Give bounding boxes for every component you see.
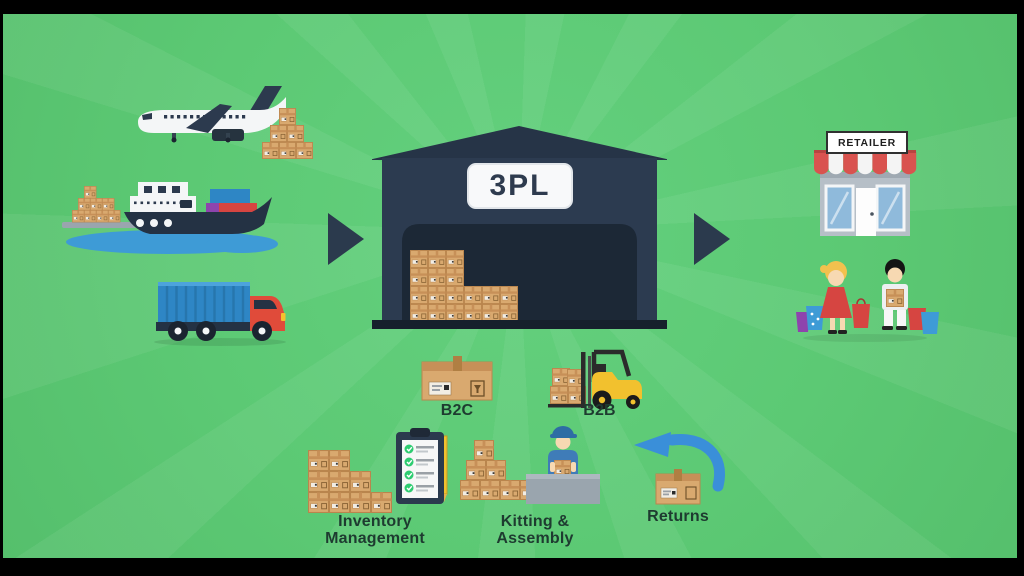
- forklift-icon: [548, 349, 642, 410]
- inbound-arrow-icon: [328, 213, 364, 265]
- 3pl-sign-text: 3PL: [489, 169, 551, 202]
- label-b2c: B2C: [440, 402, 474, 419]
- storefront-icon: [814, 150, 917, 236]
- label-returns: Returns: [647, 508, 709, 525]
- letterbox-top: [0, 0, 1024, 14]
- label-inventory-management: Inventory Management: [325, 513, 425, 547]
- airplane-icon: [138, 86, 313, 159]
- warehouse-icon: [372, 126, 667, 329]
- return-arrow-icon: [634, 432, 725, 505]
- label-b2b: B2B: [583, 402, 616, 419]
- boxes-checklist-icon: [308, 428, 448, 513]
- retailer-sign: RETAILER: [826, 131, 908, 154]
- 3pl-sign: 3PL: [467, 163, 573, 209]
- truck-icon: [154, 282, 286, 346]
- letterbox-left: [0, 0, 3, 576]
- worker-assembly-icon: [460, 426, 600, 504]
- outbound-arrow-icon: [694, 213, 730, 265]
- parcel-box-icon: [421, 356, 493, 401]
- letterbox-right: [1017, 0, 1024, 576]
- letterbox-bottom: [0, 558, 1024, 576]
- retailer-sign-text: RETAILER: [837, 136, 897, 149]
- label-kitting-assembly: Kitting & Assembly: [496, 513, 574, 547]
- shoppers-icon: [796, 259, 939, 342]
- cargo-ship-icon: [62, 182, 278, 254]
